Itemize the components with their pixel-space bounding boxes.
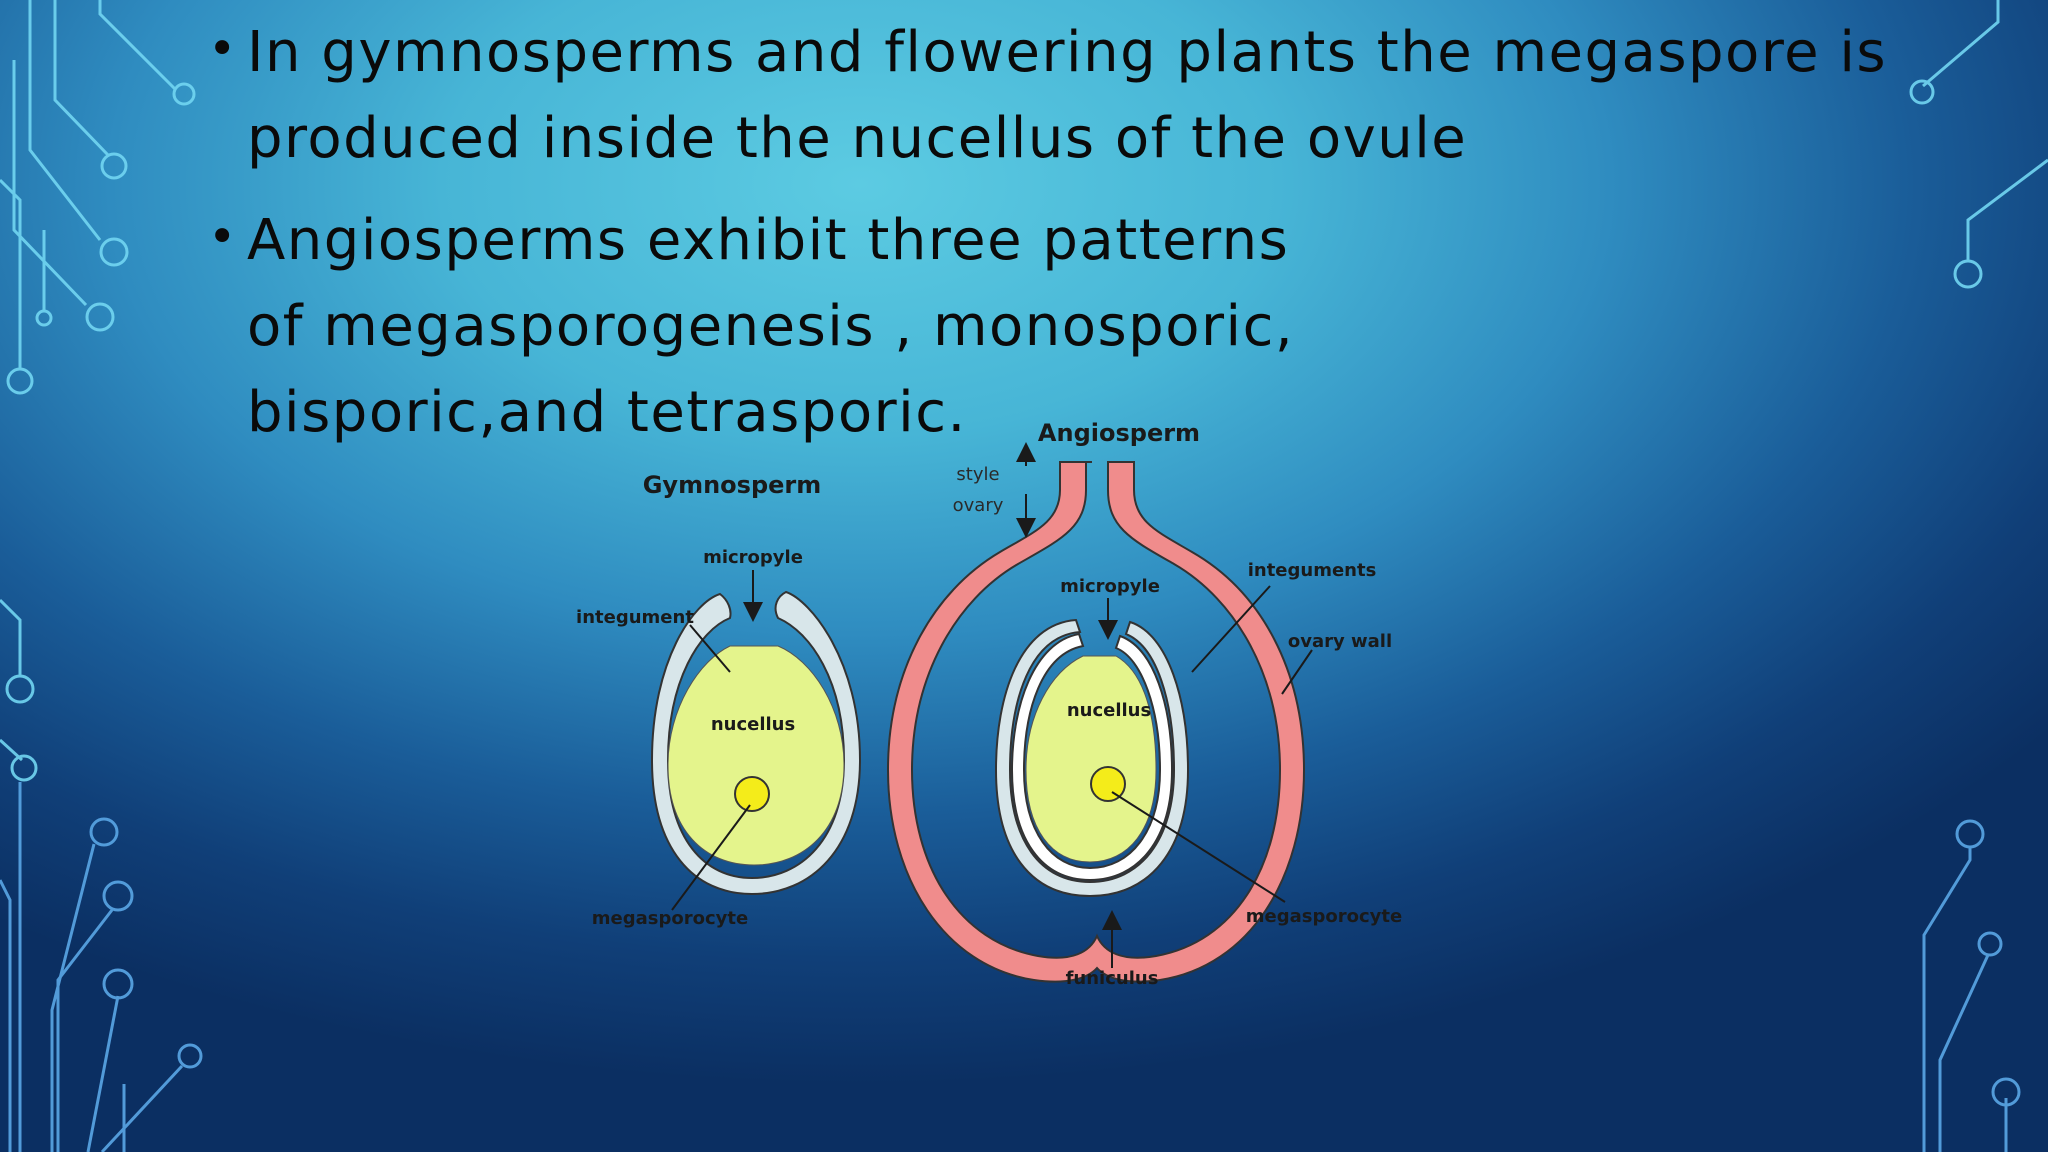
gymnosperm-megasporocyte xyxy=(734,776,770,812)
angiosperm-megasporocyte xyxy=(1090,766,1126,802)
angiosperm-ovary-label: ovary xyxy=(953,495,1004,516)
gymnosperm-integument-label: integument xyxy=(576,607,694,628)
gymnosperm-nucellus xyxy=(667,645,845,866)
bullet-list: • In gymnosperms and flowering plants th… xyxy=(208,10,1908,472)
bullet-item-2: • Angiosperms exhibit three patterns of … xyxy=(208,198,1908,456)
gymnosperm-integument xyxy=(650,590,862,896)
angiosperm-nucellus xyxy=(1025,655,1157,863)
angiosperm-style-label: style xyxy=(956,464,999,485)
gymnosperm-megasporocyte-label: megasporocyte xyxy=(592,908,748,929)
angiosperm-nucellus-label: nucellus xyxy=(1067,700,1151,721)
ovule-diagram: Gymnosperm micropyle integument nucellus… xyxy=(576,419,1402,989)
angiosperm-ovary-wall-label: ovary wall xyxy=(1288,631,1392,652)
circuit-decoration-left xyxy=(0,0,203,1152)
gymnosperm-title: Gymnosperm xyxy=(643,471,822,499)
bullet-text: In gymnosperms and flowering plants the … xyxy=(247,20,1888,171)
gymnosperm-ovule: Gymnosperm micropyle integument nucellus… xyxy=(576,471,862,929)
gymnosperm-micropyle-label: micropyle xyxy=(703,547,803,568)
angiosperm-inner-integument xyxy=(1010,632,1174,882)
bullet-dot: • xyxy=(208,21,238,77)
angiosperm-megasporocyte-label: megasporocyte xyxy=(1246,906,1402,927)
bullet-text: Angiosperms exhibit three patterns of me… xyxy=(247,208,1295,445)
angiosperm-integuments-label: integuments xyxy=(1248,560,1377,581)
angiosperm-ovary-wall-fill xyxy=(886,461,1306,983)
angiosperm-ovule: Angiosperm style ovary micropyle integum… xyxy=(886,419,1402,989)
bullet-item-1: • In gymnosperms and flowering plants th… xyxy=(208,10,1908,182)
angiosperm-outer-integument xyxy=(994,618,1190,898)
circuit-decoration-right xyxy=(1909,0,2048,1152)
angiosperm-title: Angiosperm xyxy=(1038,419,1200,447)
gymnosperm-nucellus-label: nucellus xyxy=(711,714,795,735)
angiosperm-micropyle-label: micropyle xyxy=(1060,576,1160,597)
angiosperm-funiculus-label: funiculus xyxy=(1066,968,1159,989)
bullet-dot: • xyxy=(208,209,238,265)
